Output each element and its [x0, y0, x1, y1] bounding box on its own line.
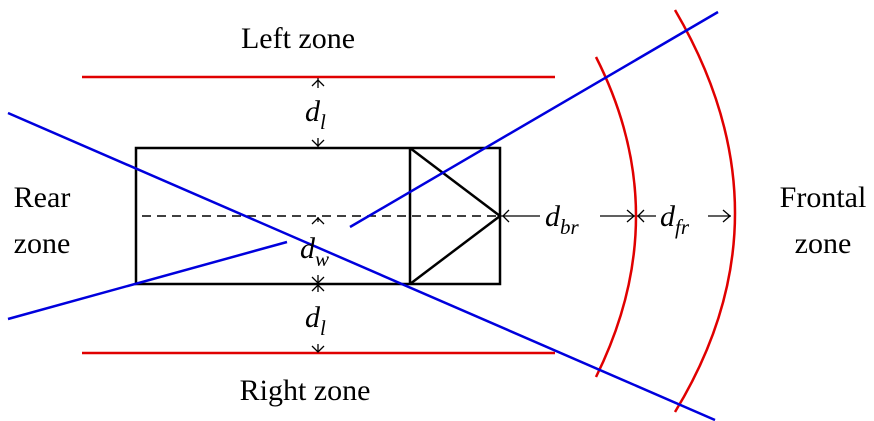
dl-bottom-arrow — [311, 284, 325, 353]
frontal-inner-arc — [594, 56, 638, 378]
frontal-zone-label-line2: zone — [795, 227, 852, 260]
frontal-outer-arc — [673, 9, 737, 413]
rear-zone-label-line2: zone — [14, 227, 71, 260]
sensor-line-rear-upper — [7, 111, 716, 421]
vehicle-front-chevron-upper — [409, 147, 501, 217]
dl-bottom-label: dl — [305, 301, 326, 340]
dfr-label: dfr — [660, 200, 690, 239]
dw-arrow — [311, 217, 325, 284]
frontal-zone-label-line1: Frontal — [780, 181, 867, 214]
dw-label: dw — [300, 232, 329, 271]
dfr-arrow — [637, 209, 731, 223]
sensor-line-front-upper — [349, 10, 719, 229]
sensor-line-rear-lower — [7, 240, 288, 321]
dbr-arrow — [501, 209, 635, 223]
dl-top-arrow — [311, 78, 325, 147]
rear-zone-label-line1: Rear — [14, 181, 71, 214]
dl-top-label: dl — [305, 95, 326, 134]
left-zone-label: Left zone — [241, 22, 355, 55]
right-zone-label: Right zone — [240, 374, 371, 407]
dbr-label: dbr — [545, 200, 580, 239]
vehicle-front-chevron-lower — [409, 215, 501, 285]
